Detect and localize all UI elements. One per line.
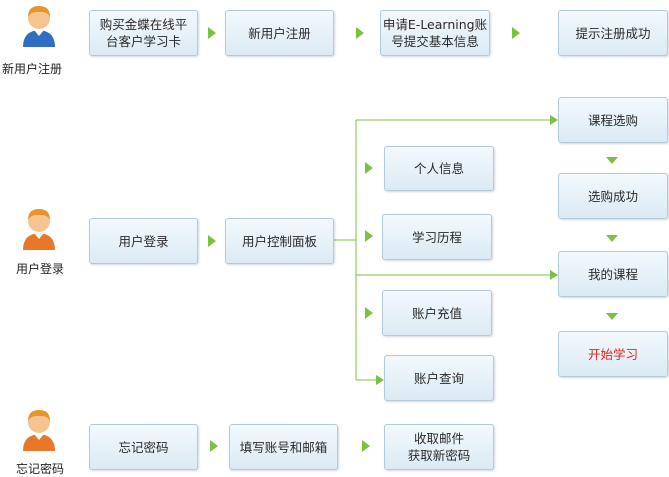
arrow-right [208,27,216,39]
arrow-right [512,27,520,39]
apply-account-step[interactable]: 申请E-Learning账 号提交基本信息 [380,10,490,56]
receive-line1: 收取邮件 [413,431,464,446]
select-success-step[interactable]: 选购成功 [558,173,668,219]
my-courses-step[interactable]: 我的课程 [558,251,668,297]
forgot-password-step[interactable]: 忘记密码 [89,424,198,470]
arrow-to-course-select [550,115,558,125]
receive-line2: 获取新密码 [407,448,471,463]
personal-info-step[interactable]: 个人信息 [384,146,494,191]
arrow-right [362,440,370,452]
apply-line1: 申请E-Learning账 [382,17,488,32]
login-step[interactable]: 用户登录 [89,218,198,264]
arrow-to-my-courses [550,270,558,280]
arrow-down [606,157,618,164]
receive-email-step[interactable]: 收取邮件 获取新密码 [384,424,494,470]
arrow-down [606,235,618,242]
account-recharge-step[interactable]: 账户充值 [382,290,492,336]
arrow-right [365,162,373,174]
learning-history-step[interactable]: 学习历程 [382,214,492,260]
user-avatar-icon [23,410,55,451]
arrow-right [365,307,373,319]
arrow-right [208,235,216,247]
account-query-step[interactable]: 账户查询 [384,355,494,401]
user-avatar-icon [23,209,55,250]
buy-card-line1: 购买金蝶在线平 [99,17,188,32]
arrow-right [365,230,373,242]
arrow-to-account-query [376,375,384,385]
arrow-right [210,440,218,452]
register-success-step[interactable]: 提示注册成功 [558,10,668,56]
buy-card-line2: 台客户学习卡 [105,34,181,49]
apply-line2: 号提交基本信息 [391,34,479,49]
arrow-down [606,313,618,320]
role-label-forgot: 忘记密码 [16,462,65,476]
control-panel-step[interactable]: 用户控制面板 [225,218,334,264]
course-select-step[interactable]: 课程选购 [558,97,668,143]
user-avatar-icon [23,6,55,47]
register-step[interactable]: 新用户注册 [225,10,334,56]
role-label-login: 用户登录 [16,262,65,276]
arrow-right [356,27,364,39]
buy-card-step[interactable]: 购买金蝶在线平 台客户学习卡 [89,10,198,56]
role-label-new-user: 新用户注册 [2,62,63,76]
fill-account-email-step[interactable]: 填写账号和邮箱 [229,424,338,470]
start-learning-step[interactable]: 开始学习 [558,331,668,377]
